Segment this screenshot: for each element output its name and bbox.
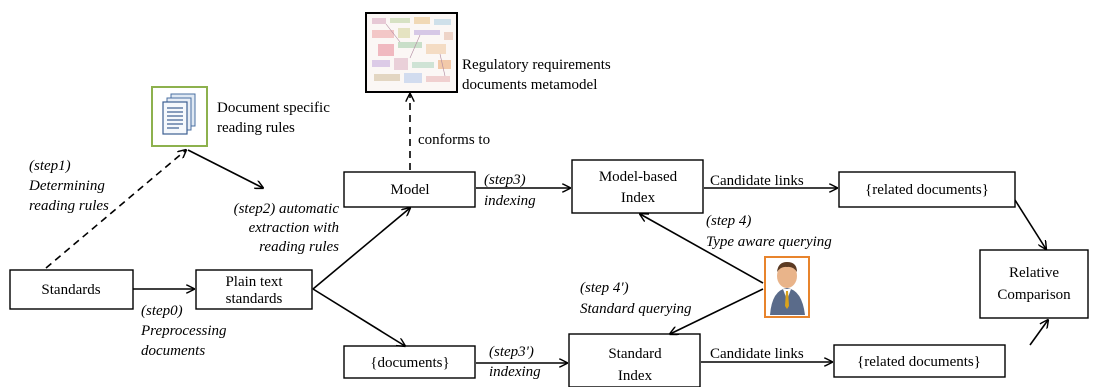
model-index-box	[571, 159, 704, 214]
model-index-label-line1: Model-based	[599, 169, 678, 185]
related-top-label: {related documents}	[865, 182, 989, 198]
standard-index-label-line2: Index	[618, 368, 653, 384]
step2-label-line2: extraction with	[249, 220, 339, 236]
relative-comparison-box	[979, 249, 1089, 319]
step1-label-line3: reading rules	[29, 198, 109, 214]
step3-label-line2: indexing	[484, 193, 536, 209]
metamodel-caption-line1: Regulatory requirements	[462, 57, 611, 73]
documents-box	[343, 345, 476, 379]
step1-label-line1: (step1)	[29, 158, 71, 174]
model-index-label-line2: Index	[621, 190, 656, 206]
step3-label-line1: (step3)	[484, 172, 526, 188]
metamodel-caption-line2: documents metamodel	[462, 77, 597, 93]
conforms-to-label: conforms to	[418, 132, 490, 148]
step2-label-line3: reading rules	[259, 239, 339, 255]
reading-rules-caption-line2: reading rules	[217, 120, 295, 136]
step0-label-line2: Preprocessing	[140, 323, 227, 339]
plain-text-label-line1: Plain text	[225, 274, 283, 290]
step4-prime-label-line2: Standard querying	[580, 301, 692, 317]
relative-label-line1: Relative	[1009, 265, 1059, 281]
arrow-bottom-to-comparison	[1029, 320, 1048, 346]
step4-label-line2: Type aware querying	[706, 234, 832, 250]
plain-text-label-line2: standards	[226, 291, 283, 307]
step3-prime-label-line1: (step3')	[489, 344, 534, 360]
reading-rules-caption-line1: Document specific	[217, 100, 330, 116]
candidate-links-bottom: Candidate links	[710, 346, 804, 362]
arrow-to-model	[312, 208, 410, 290]
arrow-top-to-comparison	[1014, 199, 1046, 249]
model-label: Model	[390, 182, 429, 198]
standard-index-label-line1: Standard	[608, 346, 662, 362]
arrow-step4	[640, 214, 764, 284]
plain-text-box	[195, 269, 313, 310]
step0-label-line1: (step0)	[141, 303, 183, 319]
step4-prime-label-line1: (step 4')	[580, 280, 629, 296]
step3-prime-label-line2: indexing	[489, 364, 541, 380]
arrow-step4-prime	[670, 288, 764, 334]
related-bottom-label: {related documents}	[857, 354, 981, 370]
step2-label-line1: (step2) automatic	[234, 201, 340, 217]
standard-index-box	[568, 333, 701, 387]
relative-label-line2: Comparison	[997, 287, 1071, 303]
related-bottom-box	[833, 344, 1006, 378]
metamodel-thumbnail-icon	[365, 12, 458, 93]
step4-label-line1: (step 4)	[706, 213, 751, 229]
step0-label-line3: documents	[141, 343, 205, 359]
documents-label: {documents}	[370, 355, 449, 371]
standards-label: Standards	[41, 282, 100, 298]
arrow-to-documents	[312, 288, 405, 346]
related-top-box	[838, 171, 1016, 208]
step1-label-line2: Determining	[28, 178, 105, 194]
arrow-step2	[187, 149, 263, 188]
document-stack-icon	[151, 86, 208, 147]
arrow-step1-dashed	[45, 150, 186, 269]
candidate-links-top: Candidate links	[710, 173, 804, 189]
user-avatar-icon	[764, 256, 810, 318]
